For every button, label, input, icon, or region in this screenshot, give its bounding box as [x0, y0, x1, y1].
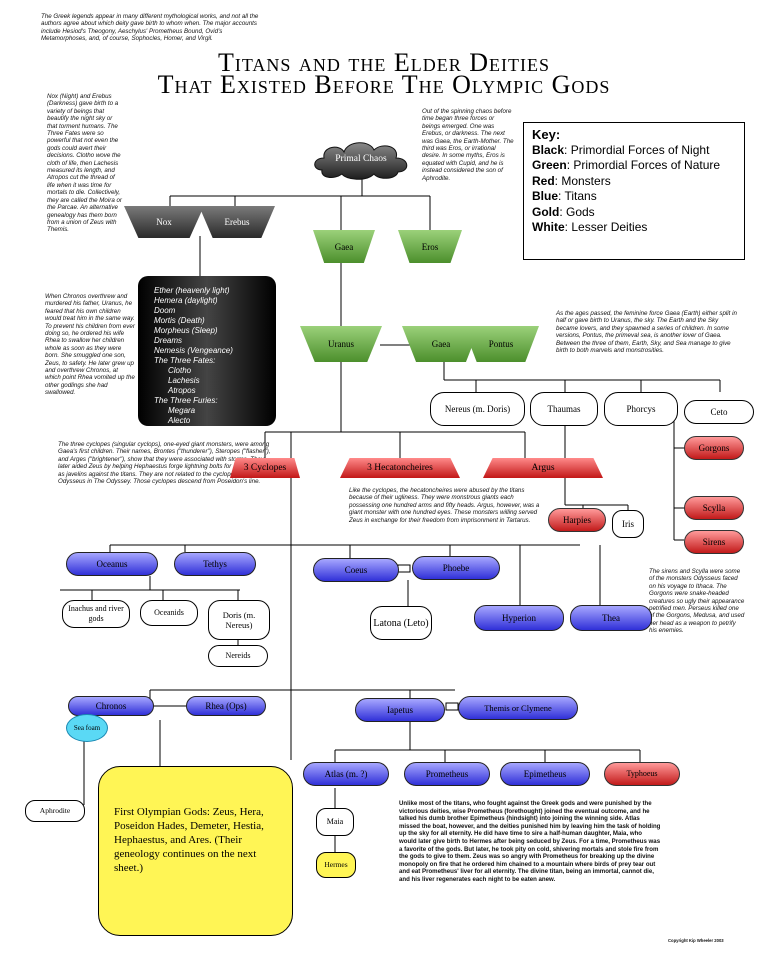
- primal-chaos-cloud: [314, 142, 408, 180]
- node-sirens: Sirens: [684, 530, 744, 554]
- key-row-white: White: Lesser Deities: [532, 220, 648, 234]
- node-phoebe: Phoebe: [412, 556, 500, 580]
- node-themis-or-clymene: Themis or Clymene: [458, 696, 578, 720]
- color-key: Key: Black: Primordial Forces of Night G…: [523, 122, 745, 260]
- nox-note: Nox (Night) and Erebus (Darkness) gave b…: [47, 93, 122, 234]
- chaos-note: Out of the spinning chaos before time be…: [422, 108, 514, 182]
- gaea-note: As the ages passed, the feminine force G…: [556, 310, 737, 355]
- node-coeus: Coeus: [313, 558, 399, 582]
- node-argus: Argus: [483, 458, 603, 478]
- node-uranus: Uranus: [300, 326, 382, 362]
- node-3-cyclopes: 3 Cyclopes: [230, 458, 300, 478]
- node-oceanids: Oceanids: [140, 600, 198, 626]
- primal-chaos-label: Primal Chaos: [335, 154, 387, 164]
- node-pontus: Pontus: [463, 326, 539, 362]
- node-eros: Eros: [398, 230, 462, 263]
- page-title-line-1: Titans and the Elder Deities: [217, 48, 551, 77]
- node-chronos: Chronos: [68, 696, 154, 716]
- prometheus-note: Unlike most of the titans, who fought ag…: [399, 800, 661, 883]
- key-row-blue: Blue: Titans: [532, 189, 597, 203]
- nox-children-list: Ether (heavenly light) Hemera (daylight)…: [154, 286, 233, 435]
- node-oceanus: Oceanus: [66, 552, 158, 576]
- node-hyperion: Hyperion: [474, 605, 564, 631]
- node-hermes: Hermes: [316, 852, 356, 878]
- node-typhoeus: Typhoeus: [604, 762, 680, 786]
- node-scylla: Scylla: [684, 496, 744, 520]
- node-harpies: Harpies: [548, 508, 606, 532]
- chronos-note: When Chronos overthrew and murdered his …: [45, 293, 135, 397]
- node-iris: Iris: [612, 510, 644, 538]
- node-phorcys: Phorcys: [604, 392, 678, 426]
- node-gorgons: Gorgons: [684, 436, 744, 460]
- key-row-red: Red: Monsters: [532, 173, 611, 188]
- node-nereids: Nereids: [208, 645, 268, 667]
- node-aphrodite: Aphrodite: [25, 800, 85, 822]
- key-row-green: Green: Primordial Forces of Nature: [532, 158, 721, 172]
- cyclopes-note: The three cyclopes (singular cyclops), o…: [58, 441, 271, 486]
- node-3-hecatoncheires: 3 Hecatoncheires: [340, 458, 460, 478]
- node-doris: Doris (m. Nereus): [208, 600, 270, 640]
- page-title-line-2: That Existed Before The Olympic Gods: [157, 70, 611, 99]
- node-iapetus: Iapetus: [355, 698, 445, 722]
- node-nereus: Nereus (m. Doris): [430, 392, 525, 426]
- node-sea-foam: Sea foam: [66, 714, 108, 742]
- node-epimetheus: Epimetheus: [500, 762, 590, 786]
- node-maia: Maia: [316, 808, 354, 836]
- node-gaea-primordial: Gaea: [313, 230, 375, 263]
- intro-note: The Greek legends appear in many differe…: [41, 13, 259, 43]
- node-latona: Latona (Leto): [370, 606, 432, 640]
- node-rhea: Rhea (Ops): [186, 696, 266, 716]
- node-tethys: Tethys: [174, 552, 256, 576]
- node-inachus-and-river-gods: Inachus and river gods: [62, 600, 130, 628]
- first-olympian-gods: First Olympian Gods: Zeus, Hera, Poseido…: [98, 766, 293, 936]
- key-row-black: Black: Primordial Forces of Night: [532, 142, 710, 157]
- key-title: Key:: [532, 127, 561, 142]
- node-thaumas: Thaumas: [530, 392, 598, 426]
- hecatoncheires-note: Like the cyclopes, the hecatoncheires we…: [349, 487, 540, 524]
- nox-children-box: Ether (heavenly light) Hemera (daylight)…: [138, 276, 276, 435]
- key-row-gold: Gold: Gods: [532, 204, 595, 219]
- node-ceto: Ceto: [684, 400, 754, 424]
- node-atlas: Atlas (m. ?): [303, 762, 389, 786]
- node-nox: Nox: [124, 206, 204, 238]
- copyright: Copyright Kip Wheeler 2003: [668, 938, 724, 943]
- node-thea: Thea: [570, 605, 652, 631]
- sirens-note: The sirens and Scylla were some of the m…: [649, 568, 745, 635]
- node-prometheus: Prometheus: [404, 762, 490, 786]
- node-erebus: Erebus: [199, 206, 275, 238]
